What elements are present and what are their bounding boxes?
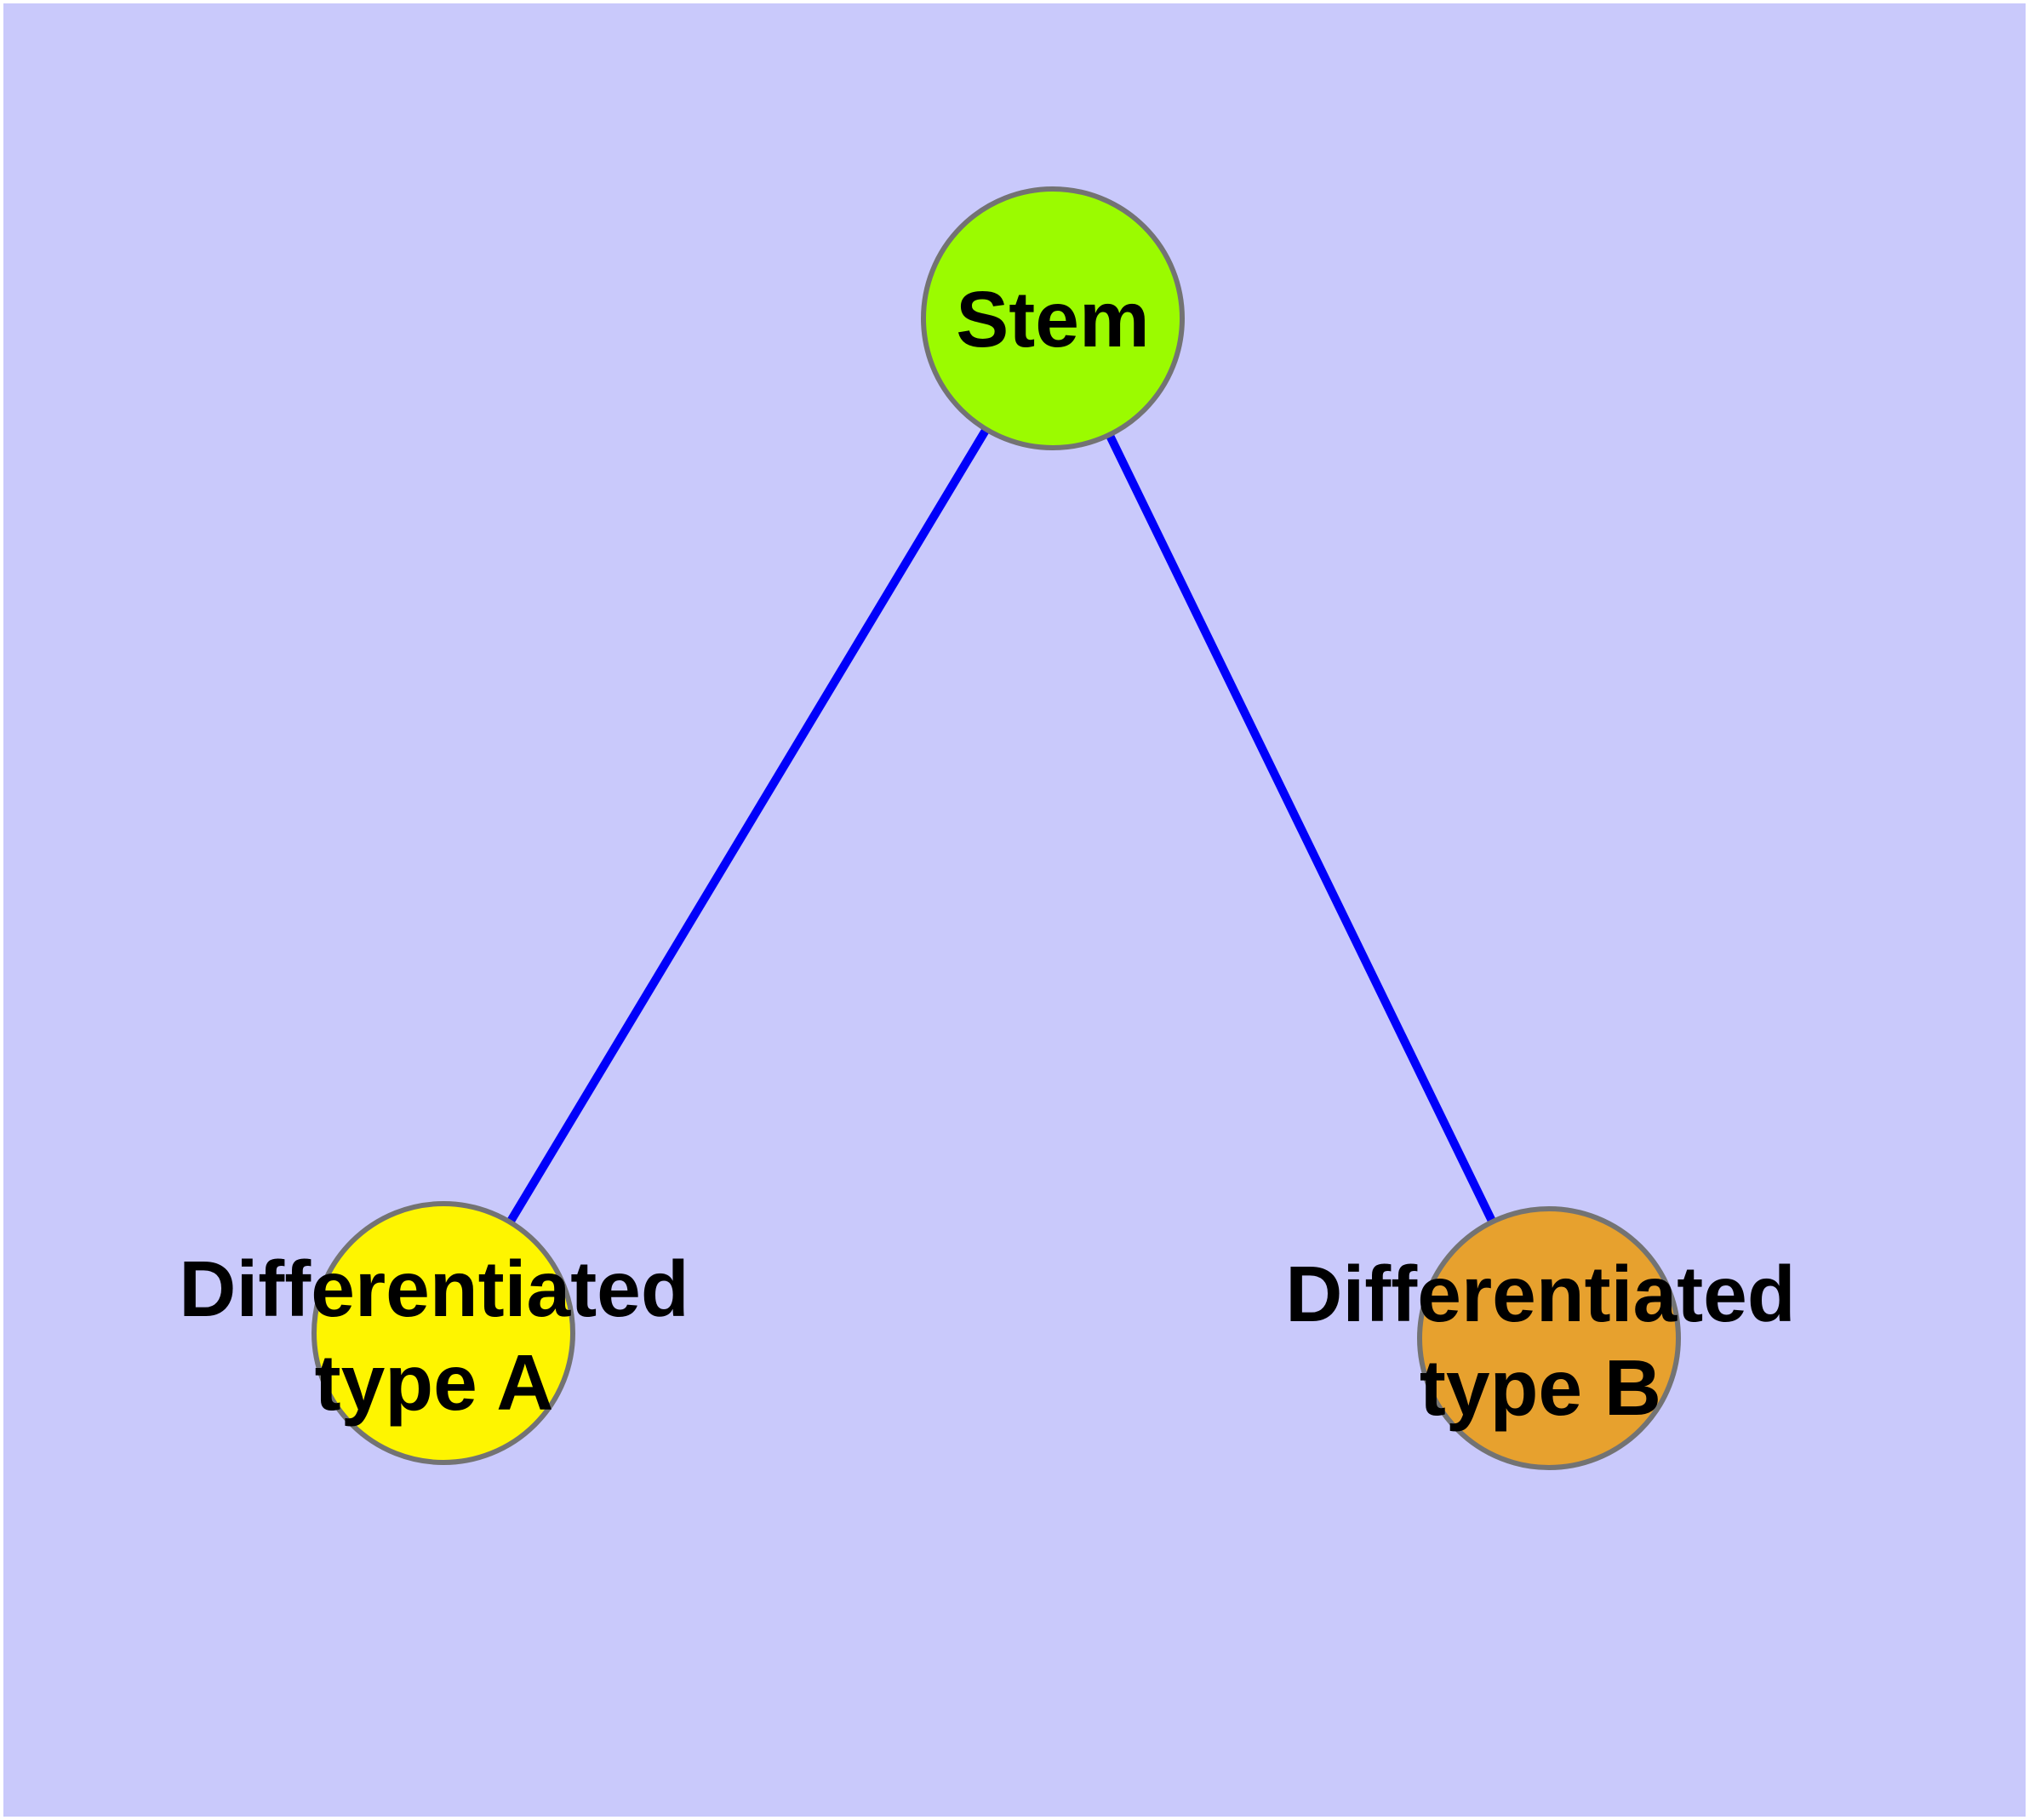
node-type-b-circle[interactable] <box>1417 1206 1681 1470</box>
node-type-b-label-line2: type B <box>1420 1343 1661 1432</box>
node-type-a-label-line1: Differentiated <box>179 1245 689 1333</box>
node-stem-circle[interactable] <box>921 186 1185 450</box>
node-type-b-label: Differentiated type B <box>1285 1250 1795 1432</box>
node-type-a-label-line2: type A <box>315 1338 554 1427</box>
node-stem-label: Stem <box>956 275 1149 363</box>
node-type-a-label: Differentiated type A <box>179 1245 689 1427</box>
edge-stem-to-type-a[interactable] <box>439 316 1057 1336</box>
node-type-b-label-line1: Differentiated <box>1285 1250 1795 1338</box>
node-type-a-circle[interactable] <box>311 1201 575 1465</box>
edge-stem-to-type-b[interactable] <box>1049 316 1553 1341</box>
node-stem-label-line1: Stem <box>956 275 1149 363</box>
